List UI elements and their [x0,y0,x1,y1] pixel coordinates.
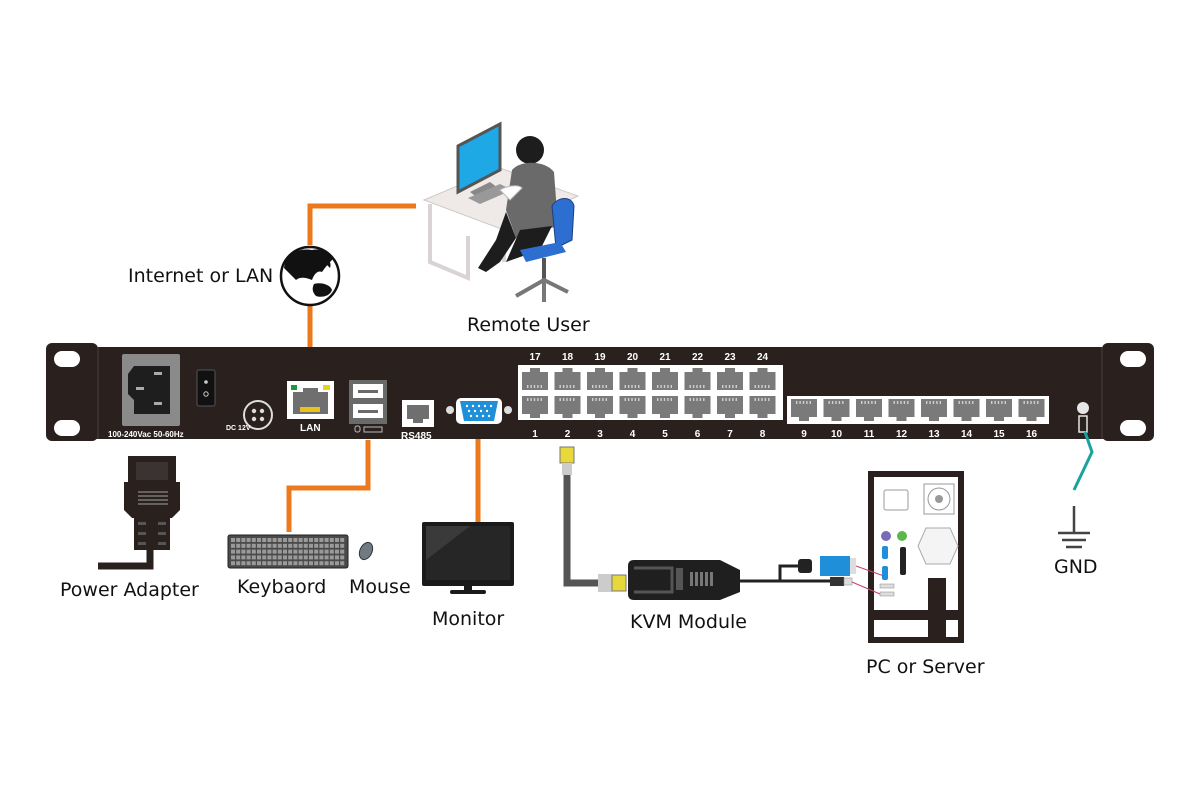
port-number-label: 18 [562,352,574,363]
lan-port [287,381,334,419]
port-number-label: 22 [692,352,704,363]
port-number-label: 23 [724,352,736,363]
rj45-connector-icon [559,446,575,475]
rj45-connector-icon [598,574,627,592]
rj45-port-16 [1018,399,1045,421]
mouse-icon [354,425,361,433]
keyboard-illustration [227,534,349,569]
port-number-label: 21 [659,352,671,363]
remote-user-label: Remote User [467,314,590,336]
port-number-label: 16 [1026,429,1038,440]
remote-user-illustration [422,121,580,302]
pc-server-label: PC or Server [866,656,985,678]
rack-hole [1120,351,1146,367]
mouse-label: Mouse [349,576,411,598]
kvm-module-label: KVM Module [630,611,747,633]
rj45-port-12 [888,399,915,421]
rs485-port [402,400,434,427]
usb-ports [349,380,387,433]
rj45-port-21 [652,368,678,390]
internet-label: Internet or LAN [128,265,273,287]
monitor-illustration [422,522,514,594]
power-plug-icon [98,456,180,570]
port-number-label: 1 [532,429,538,440]
port-number-label: 10 [831,429,843,440]
power-switch[interactable] [196,369,216,407]
keyboard-icon [363,426,383,433]
port-number-label: 2 [565,429,571,440]
kvm-module-illustration [628,560,740,600]
port-number-label: 17 [529,352,541,363]
rj45-port-18 [554,368,581,390]
rack-hole [1120,420,1146,436]
port-number-label: 8 [760,429,766,440]
rj45-port-7 [717,396,743,418]
ground-terminal [1077,402,1089,433]
rj45-port-2 [554,396,581,418]
rj45-port-13 [921,399,947,421]
port-number-label: 5 [662,429,668,440]
rj45-port-20 [619,368,646,390]
rj45-port-22 [684,368,711,390]
rj45-port-17 [522,368,548,390]
rj45-port-11 [856,399,882,421]
pink-connection-lines [851,565,885,595]
rj45-port-5 [652,396,678,418]
port-number-label: 15 [993,429,1005,440]
gnd-label: GND [1054,556,1098,578]
rj45-port-1 [522,396,548,418]
port-number-label: 20 [627,352,639,363]
power-adapter-label: Power Adapter [60,579,199,601]
port-number-label: 9 [801,429,807,440]
keyboard-label: Keybaord [237,576,326,598]
monitor-label: Monitor [432,608,504,630]
rj45-port-24 [749,368,776,390]
rj45-port-10 [823,399,850,421]
rj45-port-block-9-16 [787,396,1049,424]
port-number-label: 11 [864,429,875,440]
port-number-label: 4 [630,429,636,440]
pc-server-illustration [868,471,964,643]
port-number-label: 3 [597,429,603,440]
rack-hole [54,351,80,367]
ferrite-bead [798,559,812,573]
port-number-label: 24 [757,352,769,363]
rj45-port-15 [986,399,1012,421]
rj45-port-8 [749,396,776,418]
rj45-port-19 [587,368,613,390]
ac-power-inlet [122,354,180,426]
port-number-label: 19 [594,352,606,363]
port-number-label: 12 [896,429,908,440]
rj45-port-14 [953,399,980,421]
globe-icon [279,245,341,307]
dc-power-port [243,400,273,430]
port-number-label: 14 [961,429,973,440]
rj45-port-23 [717,368,743,390]
vga-connector-icon [820,556,856,576]
power-rating-label: 100-240Vac 50-60Hz [108,430,184,439]
ground-wire [1072,431,1094,491]
keyboard-cable [286,440,371,532]
rj45-port-6 [684,396,711,418]
mouse-illustration [358,541,374,561]
rj45-port-3 [587,396,613,418]
dc-label: DC 12V [226,425,251,432]
rj45-port-block-1-24 [518,365,783,420]
port-number-label: 13 [928,429,940,440]
vga-port [446,398,512,424]
rs485-label: RS485 [401,431,432,442]
network-cable [307,203,416,350]
rack-hole [54,420,80,436]
lan-label: LAN [300,423,321,434]
cat-cable [563,475,600,587]
ground-symbol-icon [1058,506,1090,549]
port-number-label: 7 [727,429,733,440]
rj45-port-9 [791,399,817,421]
module-to-pc-cables [740,564,830,583]
port-number-label: 6 [695,429,701,440]
rj45-port-4 [619,396,646,418]
usb-connector-icon [830,577,853,586]
